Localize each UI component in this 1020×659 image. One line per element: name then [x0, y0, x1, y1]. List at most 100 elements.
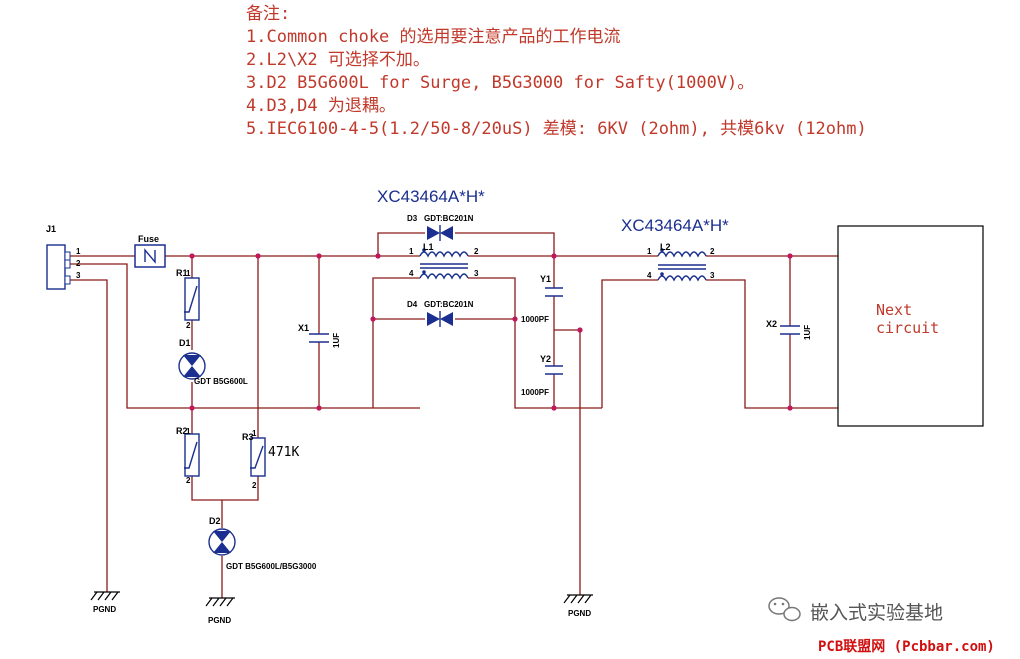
junction-dot [551, 405, 557, 411]
d1-triangle-top [183, 355, 201, 366]
x1-value: 1UF [332, 333, 341, 348]
r2-varistor-mark [184, 441, 198, 469]
fuse: Fuse [134, 234, 166, 268]
l2-ref: L2 [660, 242, 671, 252]
choke-l2: L2 1 2 4 3 [640, 242, 715, 282]
note-line-5: 5.IEC6100-4-5(1.2/50-8/20uS) 差模: 6KV (2o… [246, 119, 867, 139]
l1-winding-bot [419, 273, 469, 280]
capacitor-x2: X2 1UF [766, 319, 812, 340]
r3-ref: R3 [242, 432, 254, 442]
d4-part: GDT:BC201N [424, 300, 474, 309]
wire-return-rail [67, 263, 420, 409]
l2-input-leads [640, 255, 658, 281]
wire-r2-r3-join [191, 476, 259, 501]
l2-pin-3: 3 [710, 271, 715, 280]
notes-block: 备注: 1.Common choke 的选用要注意产品的工作电流 2.L2\X2… [246, 4, 867, 139]
j1-pin-tab [64, 259, 71, 269]
wire-d3-right [455, 232, 555, 256]
d2-ref: D2 [209, 516, 221, 526]
choke2-title: XC43464A*H* [621, 216, 729, 235]
r3-varistor-mark [250, 445, 264, 469]
l2-pin-1: 1 [647, 247, 652, 256]
x1-plates [309, 333, 329, 343]
next-circuit-line2: circuit [876, 319, 939, 337]
resistor-r3: R3 1 2 471K [242, 429, 299, 490]
next-circuit-block: Next circuit [837, 225, 984, 427]
junction-dot [375, 253, 381, 259]
r2-ref: R2 [176, 426, 188, 436]
pgnd-label-1: PGND [93, 605, 116, 614]
j1-pin-1: 1 [76, 247, 81, 256]
l1-core [420, 263, 468, 269]
d4-triangle-left [427, 312, 440, 326]
wire-y-pgnd [554, 329, 581, 595]
choke-l1: L1 1 2 4 3 [409, 242, 479, 280]
d3-triangle-left [427, 226, 440, 240]
choke1-title: XC43464A*H* [377, 187, 485, 206]
l1-pin-2: 2 [474, 247, 479, 256]
fuse-ref: Fuse [138, 234, 159, 244]
gdt-d2: D2 GDT B5G600L/B5G3000 [208, 516, 317, 571]
l2-core [658, 264, 706, 270]
l2-dot [660, 272, 664, 276]
connector-j1: J1 1 2 3 [46, 224, 81, 290]
junction-dot [787, 405, 793, 411]
j1-pin-2: 2 [76, 259, 81, 268]
l2-winding-top [657, 251, 707, 258]
y2-ref: Y2 [540, 354, 551, 364]
l2-pin-2: 2 [710, 247, 715, 256]
wire-d4-right [455, 318, 602, 409]
x1-ref: X1 [298, 323, 309, 333]
ground-icon [90, 591, 120, 601]
capacitor-y1: Y1 1000PF [521, 274, 563, 324]
wire-d3-left [377, 232, 425, 256]
l1-pin-1: 1 [409, 247, 414, 256]
d4-triangle-right [440, 312, 453, 326]
note-line-4: 4.D3,D4 为退耦。 [246, 96, 396, 116]
d1-triangle-bot [183, 366, 201, 377]
watermark: 嵌入式实验基地 PCB联盟网 (Pcbbar.com) [768, 597, 995, 655]
wires [67, 232, 838, 598]
junction-dot [189, 253, 195, 259]
wire-l2-pin3 [706, 279, 838, 409]
r1-varistor-mark [184, 285, 198, 313]
l1-pin-3: 3 [474, 269, 479, 278]
ground-icon [205, 597, 235, 607]
x2-plates [780, 325, 800, 335]
r2-pin-2: 2 [186, 476, 191, 485]
y2-plates [545, 365, 563, 375]
r2-pin-1: 1 [186, 427, 191, 436]
next-circuit-box [837, 225, 984, 427]
j1-pin-3: 3 [76, 271, 81, 280]
wire-l1-pin4 [372, 277, 420, 408]
note-line-3: 3.D2 B5G600L for Surge, B5G3000 for Saft… [246, 73, 754, 93]
l1-dot [422, 248, 426, 252]
x2-ref: X2 [766, 319, 777, 329]
l2-pin-4: 4 [647, 271, 652, 280]
note-line-2: 2.L2\X2 可选择不加。 [246, 50, 430, 70]
ground-pgnd-1: PGND [90, 591, 120, 614]
y1-ref: Y1 [540, 274, 551, 284]
wire-j1p3-pgnd [67, 279, 108, 592]
l1-winding-top [419, 251, 469, 258]
junction-dot [577, 327, 583, 333]
r3-value: 471K [268, 445, 299, 460]
d1-ref: D1 [179, 338, 191, 348]
y2-value: 1000PF [521, 388, 549, 397]
l1-ref: L1 [423, 242, 434, 252]
l1-dot [422, 270, 426, 274]
note-line-1: 1.Common choke 的选用要注意产品的工作电流 [246, 27, 621, 47]
wechat-icon [768, 597, 801, 622]
ground-icon [563, 594, 593, 604]
j1-body [46, 244, 66, 290]
r1-pin-1: 1 [186, 269, 191, 278]
d3-ref: D3 [407, 214, 418, 223]
j1-ref: J1 [46, 224, 56, 234]
fuse-symbol [144, 248, 156, 264]
ground-pgnd-2: PGND [205, 597, 235, 625]
r2-body [184, 433, 200, 477]
l1-pin-4: 4 [409, 269, 414, 278]
d2-triangle-bot [213, 542, 231, 553]
junction-dot [787, 253, 793, 259]
